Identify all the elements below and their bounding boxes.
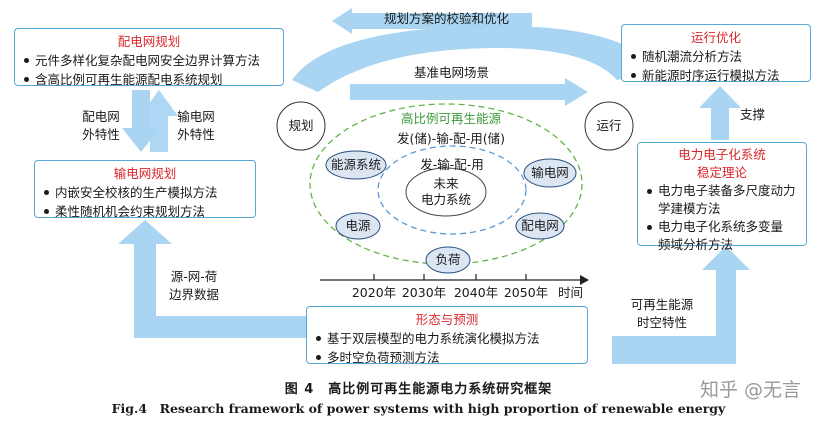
distribution-planning-title: 配电网规划 bbox=[117, 34, 181, 49]
label-line: 可再生能源 bbox=[630, 297, 694, 312]
label-line: 边界数据 bbox=[168, 287, 219, 302]
label-line: 外特性 bbox=[82, 127, 120, 142]
top-arrow-shaft bbox=[352, 13, 532, 29]
distribution-item: 元件多样化复杂配电网安全边界计算方法 bbox=[23, 51, 275, 70]
timeline-label-time: 时间 bbox=[558, 285, 584, 300]
core-line: 电力系统 bbox=[420, 192, 471, 207]
arrow-boundary-data bbox=[118, 220, 306, 338]
operation-item: 新能源时序运行模拟方法 bbox=[630, 66, 802, 85]
node-distribution-shape bbox=[515, 212, 565, 240]
node-energy-system: 能源系统 bbox=[330, 157, 381, 172]
node-transmission: 输电网 bbox=[531, 165, 569, 180]
label-line: 配电网 bbox=[82, 109, 120, 124]
operation-optimization-box: 运行优化 随机潮流分析方法 新能源时序运行模拟方法 bbox=[621, 24, 811, 85]
node-load-shape bbox=[425, 246, 471, 274]
planning-node: 规划 bbox=[288, 118, 314, 133]
item-line: 频域分析方法 bbox=[658, 237, 734, 252]
node-power-source: 电源 bbox=[345, 218, 371, 233]
caption-chinese: 图 4 高比例可再生能源电力系统研究框架 bbox=[284, 382, 553, 397]
title-line: 电力电子化系统 bbox=[678, 147, 766, 162]
outer-ellipse-label: 高比例可再生能源 bbox=[400, 111, 501, 126]
operation-item: 随机潮流分析方法 bbox=[630, 47, 802, 66]
arrow-renewable-characteristics bbox=[612, 246, 750, 364]
operation-node-shape bbox=[584, 101, 634, 151]
top-feedback-arrow bbox=[292, 26, 655, 92]
transmission-planning-box: 输电网规划 内嵌安全校核的生产模拟方法 柔性随机机会约束规划方法 bbox=[34, 160, 256, 221]
label-line: 时空特性 bbox=[636, 315, 687, 330]
item-line: 电力电子化系统多变量 bbox=[658, 219, 784, 234]
forecast-box: 形态与预测 基于双层模型的电力系统演化模拟方法 多时空负荷预测方法 bbox=[306, 306, 588, 367]
middle-scenario-arrow bbox=[350, 78, 588, 106]
power-electronics-item: 电力电子装备多尺度动力 学建模方法 bbox=[646, 182, 798, 218]
distribution-external-label: 配电网 外特性 bbox=[76, 108, 126, 144]
core-ellipse bbox=[405, 167, 487, 217]
power-electronics-item: 电力电子化系统多变量 频域分析方法 bbox=[646, 218, 798, 254]
inner-chain-label: 发-输-配-用 bbox=[420, 157, 484, 172]
transmission-item: 柔性随机机会约束规划方法 bbox=[43, 202, 247, 221]
label-line: 外特性 bbox=[177, 127, 215, 142]
timeline-label-2030: 2030年 bbox=[401, 285, 447, 300]
node-power-source-shape bbox=[335, 212, 381, 240]
top-arrow-label: 规划方案的校验和优化 bbox=[384, 11, 510, 26]
forecast-item: 多时空负荷预测方法 bbox=[315, 348, 579, 367]
watermark: 知乎 @无言 bbox=[700, 379, 802, 401]
caption-english: Fig.4 Research framework of power system… bbox=[111, 401, 726, 416]
node-distribution: 配电网 bbox=[521, 218, 559, 233]
transmission-external-label: 输电网 外特性 bbox=[170, 108, 222, 144]
middle-arrow-label: 基准电网场景 bbox=[414, 65, 490, 80]
timeline-arrowhead bbox=[580, 275, 589, 285]
forecast-item: 基于双层模型的电力系统演化模拟方法 bbox=[315, 329, 579, 348]
item-line: 学建模方法 bbox=[658, 201, 721, 216]
top-arrow-head bbox=[332, 8, 352, 34]
timeline-label-2040: 2040年 bbox=[453, 285, 499, 300]
operation-node: 运行 bbox=[596, 118, 622, 133]
label-line: 源-网-荷 bbox=[170, 269, 218, 284]
node-transmission-shape bbox=[523, 158, 577, 188]
transmission-planning-title: 输电网规划 bbox=[113, 166, 177, 181]
core-line: 未来 bbox=[433, 176, 459, 191]
forecast-title: 形态与预测 bbox=[415, 312, 479, 327]
node-load: 负荷 bbox=[435, 252, 461, 267]
power-electronics-box: 电力电子化系统 稳定理论 电力电子装备多尺度动力 学建模方法 电力电子化系统多变… bbox=[637, 142, 807, 252]
timeline-label-2050: 2050年 bbox=[503, 285, 549, 300]
renewable-characteristics-label: 可再生能源 时空特性 bbox=[622, 296, 702, 332]
arrow-support bbox=[699, 86, 741, 140]
timeline-label-2020: 2020年 bbox=[351, 285, 397, 300]
distribution-item: 含高比例可再生能源配电系统规划 bbox=[23, 70, 275, 89]
label-line: 输电网 bbox=[177, 109, 215, 124]
title-line: 稳定理论 bbox=[696, 165, 747, 180]
core-label: 未来 电力系统 bbox=[406, 176, 486, 208]
item-line: 电力电子装备多尺度动力 bbox=[658, 183, 796, 198]
boundary-data-label: 源-网-荷 边界数据 bbox=[162, 268, 226, 304]
support-label: 支撑 bbox=[740, 107, 766, 122]
distribution-planning-box: 配电网规划 元件多样化复杂配电网安全边界计算方法 含高比例可再生能源配电系统规划 bbox=[14, 28, 284, 89]
inner-ellipse bbox=[377, 145, 527, 235]
node-energy-system-shape bbox=[325, 150, 387, 180]
outer-chain-label: 发(储)-输-配-用(储) bbox=[396, 131, 506, 146]
transmission-item: 内嵌安全校核的生产模拟方法 bbox=[43, 183, 247, 202]
planning-node-shape bbox=[276, 101, 326, 151]
operation-optimization-title: 运行优化 bbox=[690, 30, 741, 45]
arrow-transmission-to-distribution bbox=[140, 90, 178, 152]
power-electronics-title: 电力电子化系统 稳定理论 bbox=[646, 146, 798, 182]
